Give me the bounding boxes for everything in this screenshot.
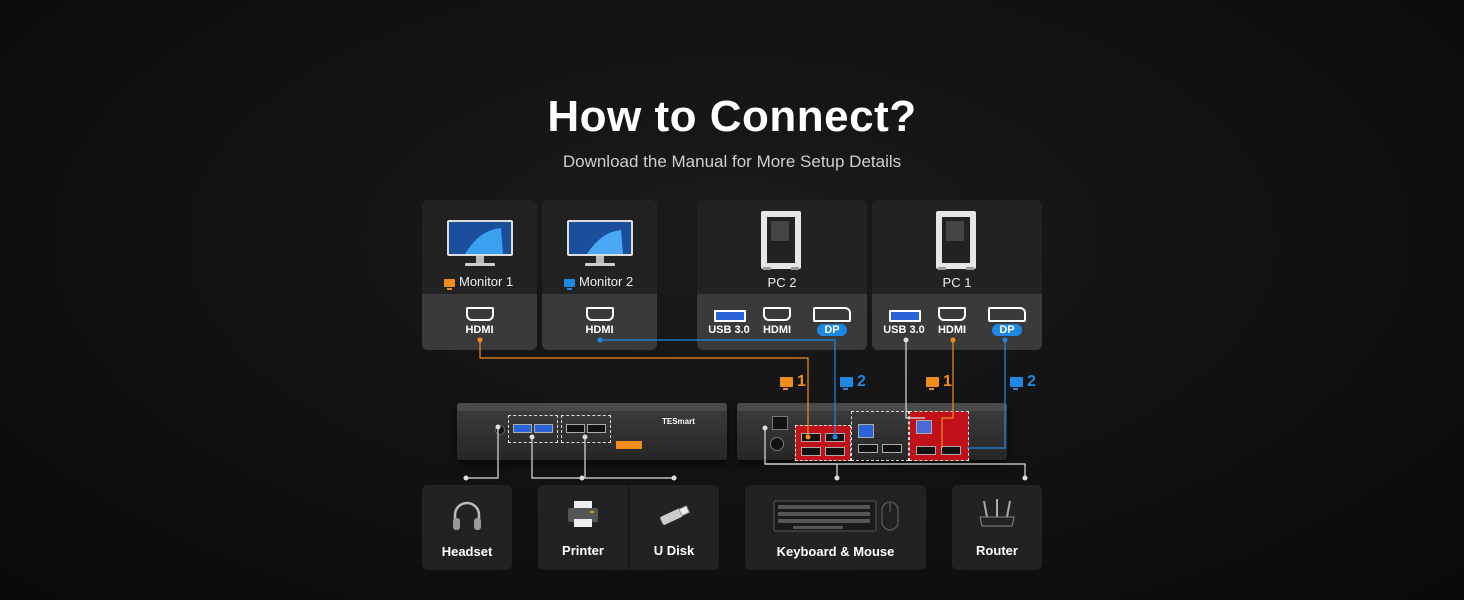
monitor-orange-icon	[926, 376, 939, 390]
monitor-2-port-label: HDMI	[585, 324, 614, 336]
pc-tower-icon	[761, 211, 801, 270]
pc2-monitor2-tag: 2	[840, 373, 866, 391]
udisk-icon	[660, 505, 690, 525]
dp-port-icon	[813, 307, 851, 322]
usb-port-icon	[889, 310, 921, 322]
hdmi-port-icon	[466, 307, 494, 321]
hdmi-port-icon	[763, 307, 791, 321]
keyboard-mouse-card: Keyboard & Mouse	[745, 485, 926, 570]
pc1-monitor1-tag: 1	[926, 373, 952, 391]
headset-icon	[453, 501, 481, 530]
monitor-2-card: Monitor 2 HDMI	[542, 200, 657, 350]
page-subtitle: Download the Manual for More Setup Detai…	[562, 152, 902, 171]
keyboard-icon	[773, 500, 877, 532]
pc-1-dp-label: DP	[984, 324, 1030, 336]
monitor-1-card: Monitor 1 HDMI	[422, 200, 537, 350]
page-title: How to Connect?	[547, 92, 917, 141]
headset-card: Headset	[422, 485, 512, 570]
monitor-2-label: Monitor 2	[564, 274, 633, 290]
pc-1-card: PC 1 USB 3.0 HDMI DP	[872, 200, 1042, 350]
keyboard-mouse-label: Keyboard & Mouse	[776, 544, 895, 559]
power-port	[770, 437, 784, 451]
pc1-port-group	[909, 411, 969, 461]
front-usb-group-2	[561, 415, 611, 443]
printer-label: Printer	[562, 543, 604, 558]
pc-1-label: PC 1	[942, 275, 972, 290]
monitor-icon	[447, 220, 513, 266]
pc-2-card: PC 2 USB 3.0 HDMI DP	[697, 200, 867, 350]
monitor-icon	[567, 220, 633, 266]
headphone-jack	[495, 425, 505, 435]
mouse-icon	[881, 501, 899, 531]
monitor-blue-icon	[1010, 376, 1023, 390]
dp-port-icon	[988, 307, 1026, 322]
printer-icon	[568, 501, 598, 527]
pc-2-usb-label: USB 3.0	[708, 324, 750, 336]
pc-1-hdmi-label: HDMI	[937, 324, 967, 336]
pc2-monitor1-tag: 1	[780, 373, 806, 391]
monitor-blue-icon	[840, 376, 853, 390]
kvm-brand-logo: TESmart	[662, 417, 695, 426]
front-usb-group-1	[508, 415, 558, 443]
kvm-display	[616, 441, 642, 449]
monitor-1-label: Monitor 1	[444, 274, 513, 290]
monitor-1-port-label: HDMI	[465, 324, 494, 336]
usb-port-icon	[714, 310, 746, 322]
ethernet-port	[772, 416, 788, 430]
pc-tower-icon	[936, 211, 976, 270]
router-card: Router	[952, 485, 1042, 570]
usb-host-port-group	[851, 411, 909, 461]
pc1-monitor2-tag: 2	[1010, 373, 1036, 391]
pc-2-dp-label: DP	[809, 324, 855, 336]
monitor-blue-icon	[564, 278, 575, 290]
pc-2-label: PC 2	[767, 275, 797, 290]
cable-router	[765, 463, 1026, 478]
monitor-orange-icon	[444, 278, 455, 290]
kvm-rear-panel	[737, 403, 1007, 461]
pc2-port-group	[795, 425, 851, 461]
router-icon	[979, 499, 1015, 527]
printer-udisk-card: Printer U Disk	[538, 485, 719, 570]
kvm-front-panel: TESmart	[457, 403, 727, 460]
pc-2-hdmi-label: HDMI	[762, 324, 792, 336]
udisk-label: U Disk	[653, 543, 695, 558]
router-label: Router	[976, 543, 1018, 558]
headset-label: Headset	[441, 544, 493, 559]
hdmi-port-icon	[586, 307, 614, 321]
pc-1-usb-label: USB 3.0	[883, 324, 925, 336]
monitor-orange-icon	[780, 376, 793, 390]
hdmi-port-icon	[938, 307, 966, 321]
